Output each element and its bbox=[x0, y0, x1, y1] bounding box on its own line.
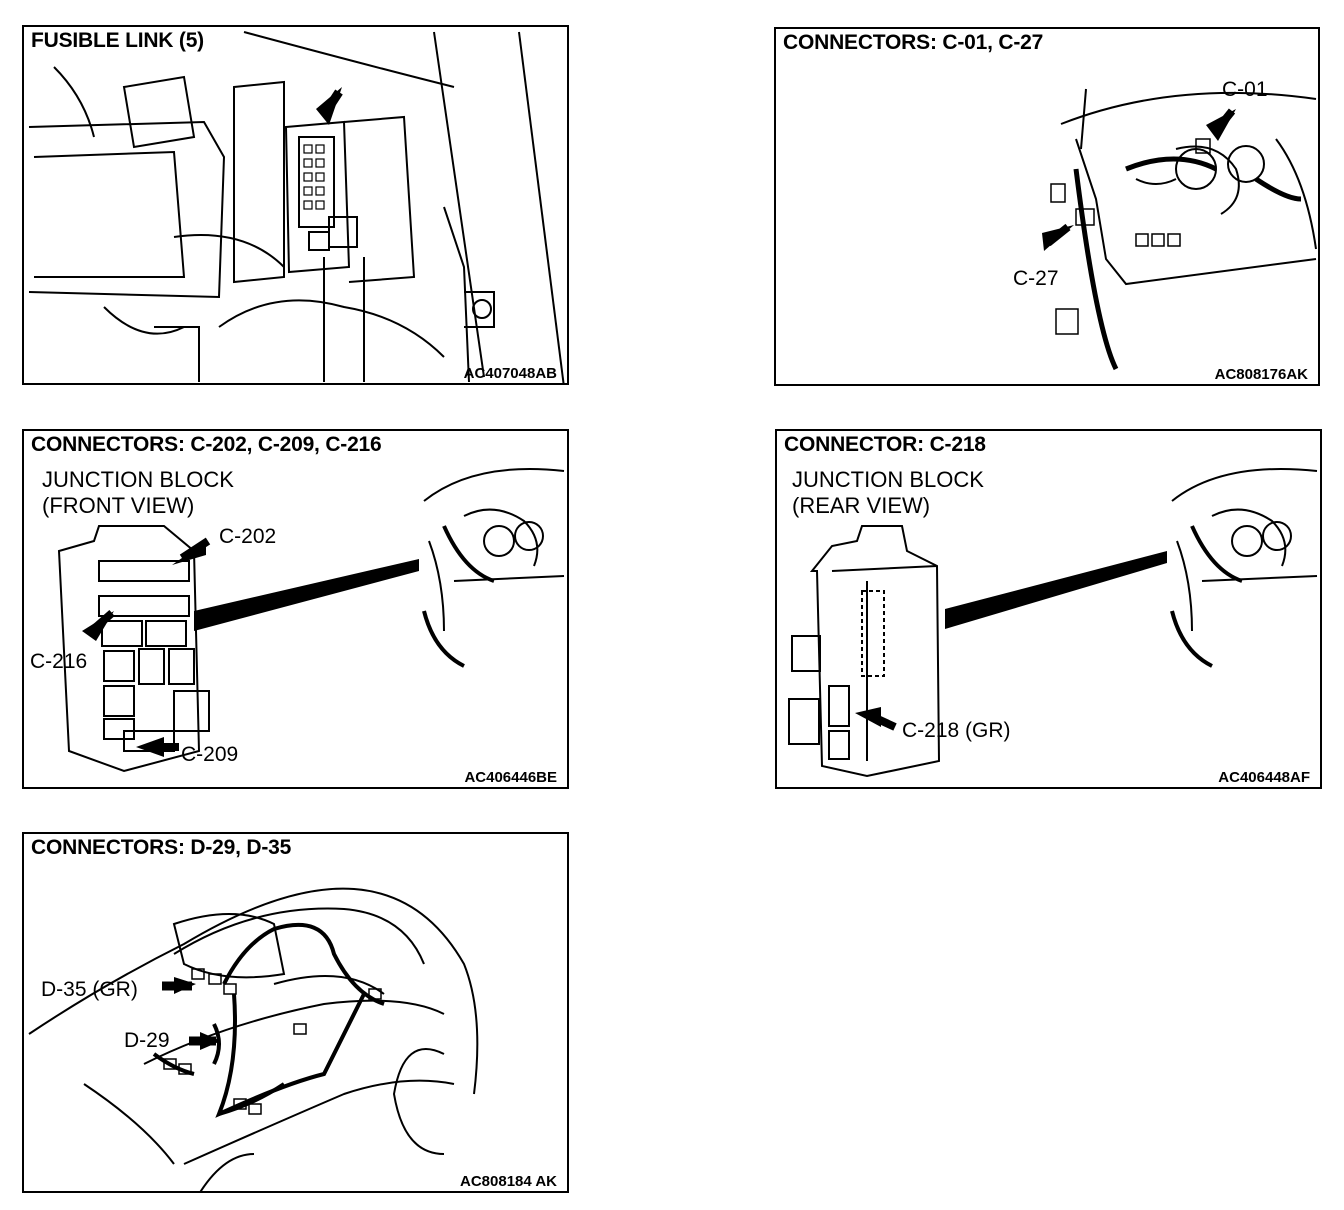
illustration-code: AC407048AB bbox=[463, 365, 557, 382]
engine-compartment-illustration bbox=[28, 31, 565, 383]
illustration-code: AC406448AF bbox=[1218, 769, 1310, 786]
panel-c218: CONNECTOR: C-218 JUNCTION BLOCK (REAR VI… bbox=[775, 429, 1322, 789]
label-c218: C-218 (GR) bbox=[902, 719, 1011, 742]
label-c202: C-202 bbox=[219, 525, 277, 548]
label-c27: C-27 bbox=[1013, 267, 1059, 290]
label-c01: C-01 bbox=[1222, 78, 1268, 101]
panel-d29-d35: CONNECTORS: D-29, D-35 D-35 (GR) D-29 AC… bbox=[22, 832, 569, 1193]
subtitle-line-1: JUNCTION BLOCK bbox=[792, 467, 984, 492]
pointer-wedge bbox=[194, 559, 419, 631]
panel-title: CONNECTOR: C-218 bbox=[784, 433, 986, 456]
vehicle-harness-illustration bbox=[28, 887, 479, 1191]
dashboard-harness-illustration bbox=[1042, 88, 1317, 371]
illustration-code: AC808184 AK bbox=[460, 1173, 557, 1190]
illustration-code: AC406446BE bbox=[464, 769, 557, 786]
panel-fusible-link: FUSIBLE LINK (5) AC407048AB bbox=[22, 25, 569, 385]
subtitle-line-2: (FRONT VIEW) bbox=[42, 493, 195, 518]
subtitle-line-1: JUNCTION BLOCK bbox=[42, 467, 234, 492]
junction-block-front-illustration bbox=[57, 468, 565, 773]
c218-arrow bbox=[855, 707, 881, 727]
panel-title: FUSIBLE LINK (5) bbox=[31, 29, 204, 52]
panel-c01-c27: CONNECTORS: C-01, C-27 C-01 C-27 AC80817… bbox=[774, 27, 1320, 386]
panel-c202-c209-c216: CONNECTORS: C-202, C-209, C-216 JUNCTION… bbox=[22, 429, 569, 789]
label-c209: C-209 bbox=[181, 743, 239, 766]
label-d29: D-29 bbox=[124, 1029, 170, 1052]
panel-title: CONNECTORS: C-202, C-209, C-216 bbox=[31, 433, 382, 456]
illustration-code: AC808176AK bbox=[1214, 366, 1308, 383]
panel-title: CONNECTORS: D-29, D-35 bbox=[31, 836, 292, 859]
label-c216: C-216 bbox=[30, 650, 88, 673]
label-d35: D-35 (GR) bbox=[41, 978, 138, 1001]
pointer-wedge bbox=[945, 551, 1167, 629]
panel-title: CONNECTORS: C-01, C-27 bbox=[783, 31, 1044, 54]
junction-block-rear-illustration bbox=[788, 468, 1318, 778]
subtitle-line-2: (REAR VIEW) bbox=[792, 493, 931, 518]
